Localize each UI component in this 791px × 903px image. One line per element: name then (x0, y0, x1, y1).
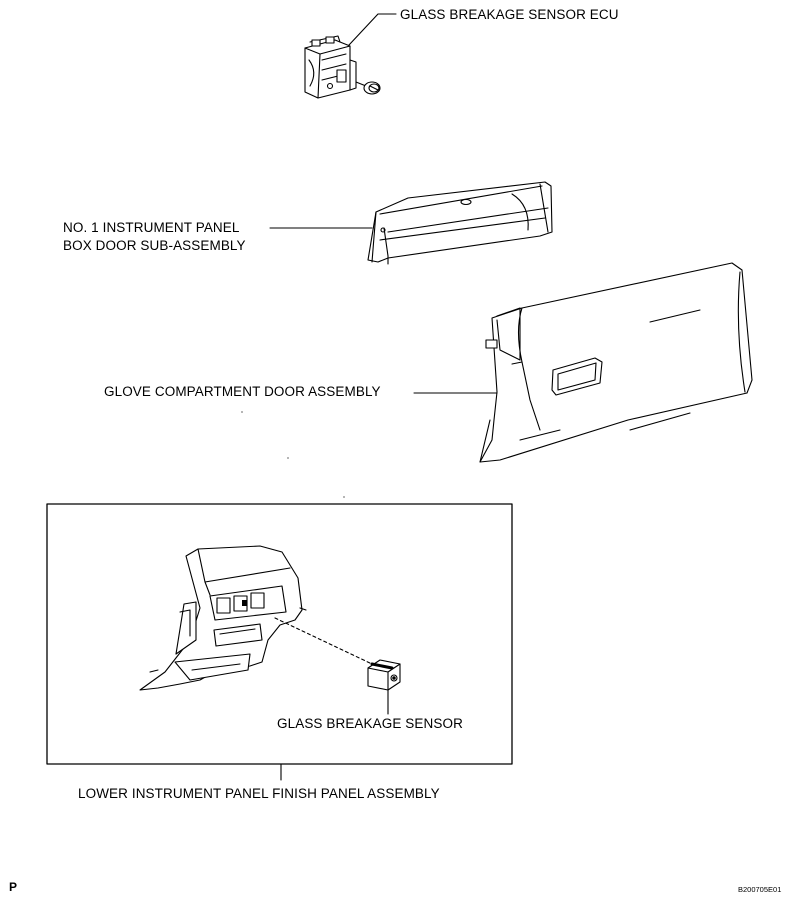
ecu-label: GLASS BREAKAGE SENSOR ECU (400, 7, 619, 22)
figure-code: B200705E01 (738, 885, 782, 894)
glass-breakage-sensor-ecu-drawing (304, 35, 381, 99)
box-door-drawing (367, 181, 553, 265)
glass-breakage-sensor-label: GLASS BREAKAGE SENSOR (277, 716, 463, 731)
ecu-leader-line (348, 13, 397, 46)
box-door-label-line2: BOX DOOR SUB-ASSEMBLY (63, 238, 246, 253)
box-door-label-line1: NO. 1 INSTRUMENT PANEL (63, 220, 240, 235)
lower-panel-label: LOWER INSTRUMENT PANEL FINISH PANEL ASSE… (78, 786, 440, 801)
glass-breakage-sensor-drawing (367, 659, 401, 691)
sensor-dashed-line (274, 617, 373, 665)
corner-letter: P (9, 880, 18, 894)
lower-instrument-panel-drawing (139, 545, 307, 691)
glove-compartment-label: GLOVE COMPARTMENT DOOR ASSEMBLY (104, 384, 381, 399)
inset-frame (46, 503, 513, 765)
glove-compartment-door-drawing (479, 262, 753, 463)
